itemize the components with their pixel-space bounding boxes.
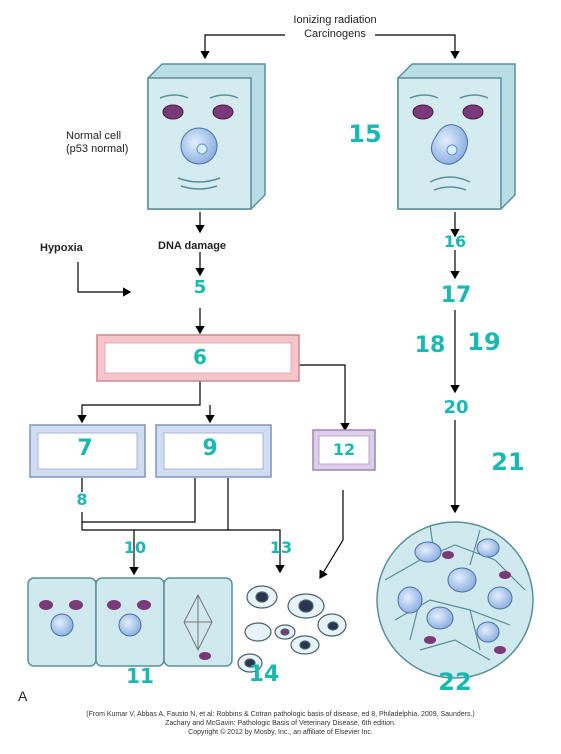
credit-line-2: Zachary and McGavin: Pathologic Basis of… bbox=[165, 720, 396, 727]
annot-15: 15 bbox=[348, 120, 382, 148]
annot-16: 16 bbox=[443, 232, 467, 251]
annot-21: 21 bbox=[491, 448, 525, 476]
dna-damage-label: DNA damage bbox=[158, 240, 227, 252]
ionizing-radiation-label: Ionizing radiation bbox=[293, 14, 377, 26]
box-6 bbox=[96, 334, 300, 382]
damaged-cell bbox=[397, 63, 516, 210]
carcinogens-label: Carcinogens bbox=[304, 28, 366, 40]
box-12 bbox=[312, 429, 376, 471]
cell-row bbox=[27, 577, 233, 667]
box-9 bbox=[155, 424, 272, 478]
annot-5: 5 bbox=[193, 277, 207, 298]
normal-cell-label: Normal cell (p53 normal) bbox=[66, 130, 129, 155]
left-arrows bbox=[77, 212, 350, 580]
panel-label: A bbox=[18, 688, 28, 704]
apoptotic-bodies bbox=[237, 585, 347, 673]
annot-22: 22 bbox=[438, 668, 472, 696]
top-arrows bbox=[200, 34, 460, 60]
annot-9: 9 bbox=[202, 436, 218, 461]
annot-19: 19 bbox=[467, 328, 501, 356]
annot-17: 17 bbox=[440, 283, 472, 308]
annot-7: 7 bbox=[77, 436, 93, 461]
annot-18: 18 bbox=[414, 333, 446, 358]
normal-cell bbox=[147, 63, 266, 210]
hypoxia-label: Hypoxia bbox=[40, 242, 83, 254]
tumor-mass bbox=[376, 521, 534, 679]
credit-line-1: (From Kumar V, Abbas A, Fausto N, et al:… bbox=[86, 711, 475, 718]
annot-20: 20 bbox=[443, 397, 469, 418]
annot-12: 12 bbox=[332, 440, 356, 459]
annot-6: 6 bbox=[193, 345, 207, 369]
annot-10: 10 bbox=[123, 538, 147, 557]
credit-line-3: Copyright © 2012 by Mosby, Inc., an affi… bbox=[188, 729, 373, 736]
annot-13: 13 bbox=[269, 538, 293, 557]
annot-8: 8 bbox=[76, 490, 88, 509]
annot-14: 14 bbox=[248, 662, 280, 687]
box-7 bbox=[29, 424, 146, 478]
annot-11: 11 bbox=[126, 664, 154, 688]
